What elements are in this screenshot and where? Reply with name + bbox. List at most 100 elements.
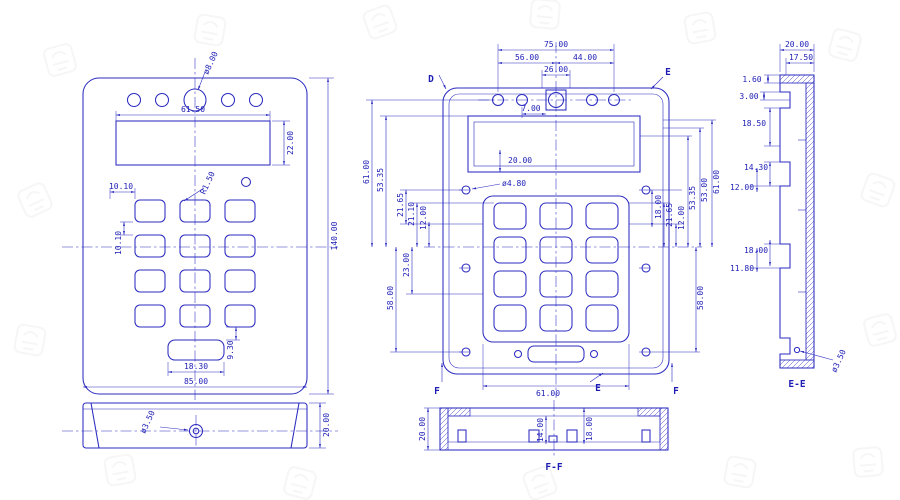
view-marker-e-top: E <box>665 67 671 78</box>
drawing-rect <box>134 199 166 223</box>
dim-label: 140.00 <box>330 221 339 250</box>
drawing-line <box>799 350 834 361</box>
dim-label: 61.50 <box>181 105 205 114</box>
section-label-ee: E-E <box>788 379 805 390</box>
section-f-f: 20.00 14.00 18.00 F-F <box>418 400 669 473</box>
dim-label: 1.60 <box>742 75 761 84</box>
dim-label: 14.00 <box>536 418 545 442</box>
drawing-rect <box>539 236 573 264</box>
drawing-use <box>12 322 48 358</box>
dim-label: ø8.00 <box>202 50 220 76</box>
section-label-ff: F-F <box>545 462 562 473</box>
dim-label: 21.65 <box>665 203 674 227</box>
drawing-rect <box>585 270 619 298</box>
dim-label: 75.00 <box>544 40 568 49</box>
drawing-rect <box>457 429 467 443</box>
section-ee-top-hatch <box>779 74 815 84</box>
dim-label: 53.35 <box>688 186 697 210</box>
back-display-cutout <box>467 115 641 173</box>
section-marker-f-left: F <box>434 386 440 397</box>
drawing-use <box>722 454 758 490</box>
back-center-boss <box>545 89 567 111</box>
dim-label: 22.00 <box>286 131 295 155</box>
dim-label: 53.00 <box>700 178 709 202</box>
drawing-rect <box>493 304 527 332</box>
drawing-line <box>197 71 206 91</box>
bottom-mount-hole <box>188 423 204 439</box>
dim-label: 58.00 <box>696 286 705 310</box>
front-speaker-large <box>183 88 207 112</box>
dim-label: 18.50 <box>742 119 766 128</box>
dim-label: 58.00 <box>386 286 395 310</box>
dim-label: 10.10 <box>109 182 133 191</box>
drawing-rect <box>585 304 619 332</box>
front-display <box>115 120 271 166</box>
drawing-rect <box>493 270 527 298</box>
drawing-use <box>851 445 885 479</box>
back-display-inner <box>473 121 635 167</box>
dim-label: 12.00 <box>419 206 428 230</box>
section-marker-e-bottom: E <box>595 383 601 394</box>
drawing-rect <box>179 269 211 293</box>
dim-label: 53.35 <box>376 168 385 192</box>
dim-label: 61.00 <box>712 170 721 194</box>
section-ff-flange-hatch <box>637 407 661 417</box>
drawing-rect <box>493 236 527 264</box>
section-ff-flange-hatch <box>447 407 471 417</box>
back-body-outline <box>442 87 670 375</box>
drawing-line <box>290 402 300 449</box>
back-small-hole <box>589 349 599 359</box>
dim-label: 23.00 <box>402 253 411 277</box>
front-body-outline <box>82 77 308 395</box>
drawing-line <box>159 426 189 431</box>
drawing-rect <box>566 429 578 443</box>
dim-label: 18.00 <box>654 195 663 219</box>
back-center-hole <box>547 91 565 109</box>
drawing-rect <box>224 304 256 328</box>
dim-label: 21.10 <box>407 202 416 226</box>
section-ee-wall-hatch <box>805 82 815 361</box>
back-top-hole <box>515 93 529 107</box>
drawing-rect <box>224 269 256 293</box>
drawing-rect <box>539 304 573 332</box>
dim-label: 18.00 <box>744 246 768 255</box>
dim-label: ø3.50 <box>830 348 848 374</box>
dim-label: 56.00 <box>515 53 539 62</box>
drawing-rect <box>224 199 256 223</box>
dim-label: 26.00 <box>544 65 568 74</box>
dim-label: 61.00 <box>362 160 371 184</box>
dim-label: 10.10 <box>114 231 123 255</box>
front-speaker-hole <box>248 92 264 108</box>
front-bottom-view: ø3.50 20.00 <box>62 402 338 449</box>
drawing-line <box>471 183 501 190</box>
drawing-use <box>682 10 718 46</box>
section-ff-left-wall-hatch <box>439 407 449 451</box>
front-enter-key <box>167 339 225 361</box>
dim-label: 3.00 <box>739 92 758 101</box>
dim-label: 18.00 <box>585 417 594 441</box>
drawing-rect <box>134 304 166 328</box>
drawing-use <box>41 41 79 79</box>
drawing-use <box>15 180 55 220</box>
drawing-rect <box>528 429 540 443</box>
front-keypad <box>134 199 256 328</box>
dim-label: 20.00 <box>418 417 427 441</box>
drawing-rect <box>539 202 573 230</box>
dim-label: 7.00 <box>521 104 540 113</box>
drawing-line <box>438 74 447 90</box>
drawing-use <box>528 0 562 31</box>
back-top-hole <box>585 93 599 107</box>
dim-label: 14.30 <box>744 163 768 172</box>
drawing-rect <box>224 234 256 258</box>
front-speaker-hole <box>154 92 170 108</box>
drawing-rect <box>179 199 211 223</box>
drawing-use <box>861 311 899 349</box>
drawing-use <box>281 464 319 500</box>
back-keypad-plate <box>482 195 630 343</box>
drawing-use <box>102 452 138 488</box>
drawing-use <box>859 171 897 209</box>
bottom-profile-outline <box>82 402 308 449</box>
drawing-rect <box>179 304 211 328</box>
dim-label: ø4.80 <box>502 179 526 188</box>
drawing-rect <box>585 236 619 264</box>
